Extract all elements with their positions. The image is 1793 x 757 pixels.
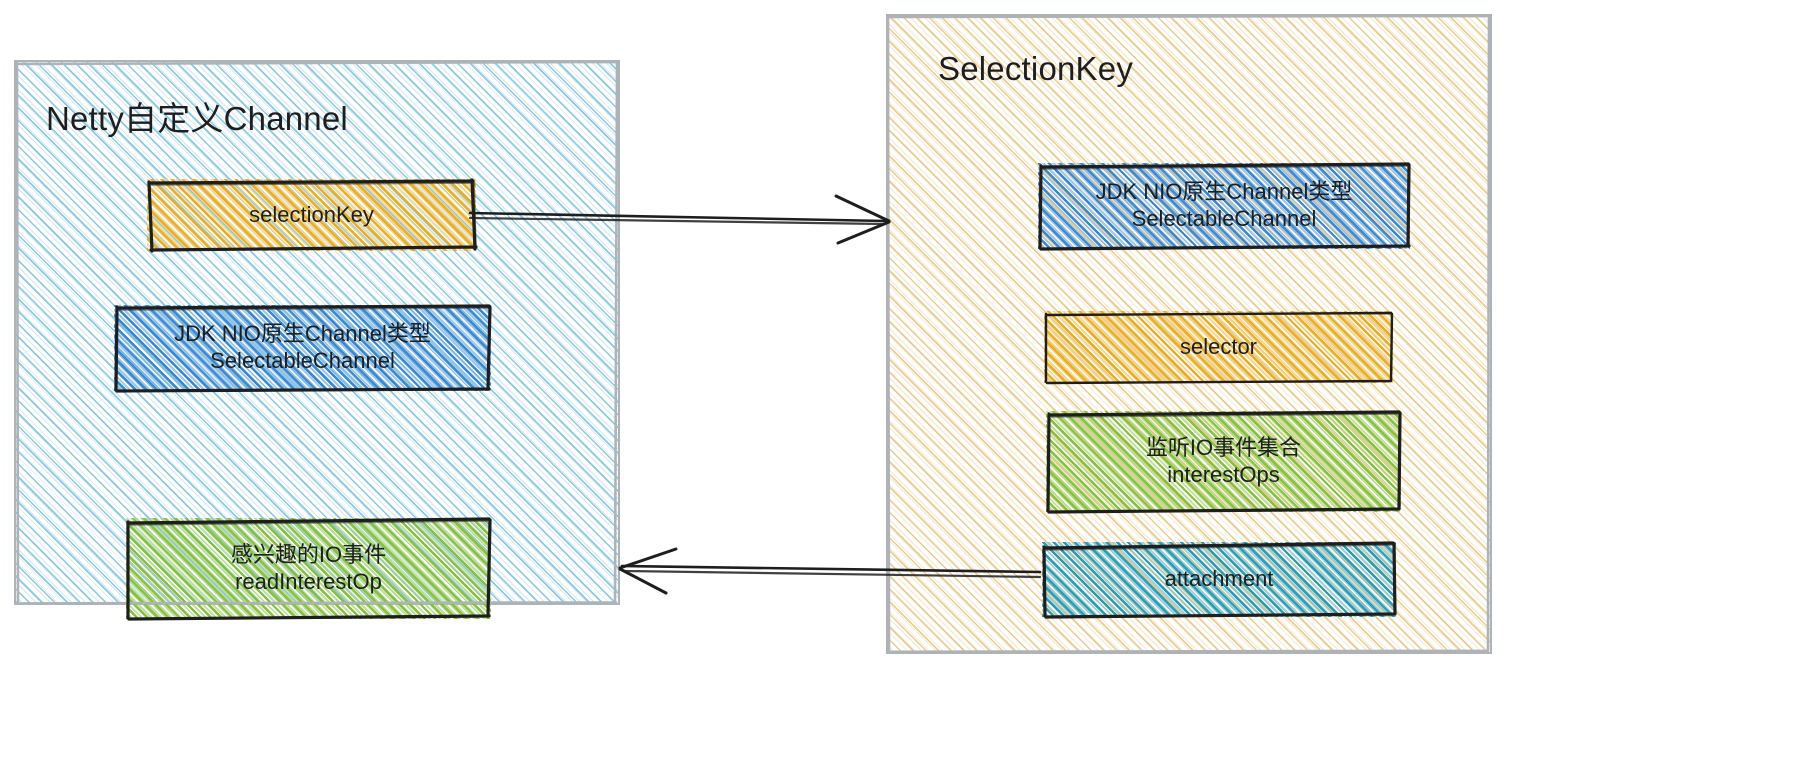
node-selection-key-label: selectionKey [249, 201, 374, 227]
node-interest-ops[interactable]: 监听IO事件集合 interestOps [1046, 410, 1402, 514]
node-attachment-label: attachment [1164, 566, 1274, 592]
node-attachment[interactable]: attachment [1042, 541, 1397, 619]
node-selector-label: selector [1179, 333, 1258, 359]
panel-selection-key-title: SelectionKey [938, 50, 1134, 87]
panel-netty-channel[interactable]: Netty自定义Channel selectionKey JDK NIO原生C [14, 60, 620, 621]
panel-netty-title: Netty自定义Channel [46, 100, 348, 137]
node-selectable-channel-left-label: JDK NIO原生Channel类型 SelectableChannel [174, 321, 431, 373]
node-selector[interactable]: selector [1044, 311, 1394, 385]
node-read-interest-op-label: 感兴趣的IO事件 readInterestOp [230, 541, 387, 594]
node-selectable-channel-right-label: JDK NIO原生Channel类型 SelectableChannel [1095, 179, 1353, 231]
node-selectable-channel-right[interactable]: JDK NIO原生Channel类型 SelectableChannel [1038, 162, 1411, 251]
node-interest-ops-label: 监听IO事件集合 interestOps [1145, 434, 1302, 487]
node-read-interest-op[interactable]: 感兴趣的IO事件 readInterestOp [126, 517, 492, 621]
panel-selection-key[interactable]: SelectionKey JDK NIO原生Channel类型 Selectab… [886, 14, 1492, 654]
node-selection-key[interactable]: selectionKey [147, 178, 478, 253]
node-selectable-channel-left[interactable]: JDK NIO原生Channel类型 SelectableChannel [114, 304, 492, 393]
